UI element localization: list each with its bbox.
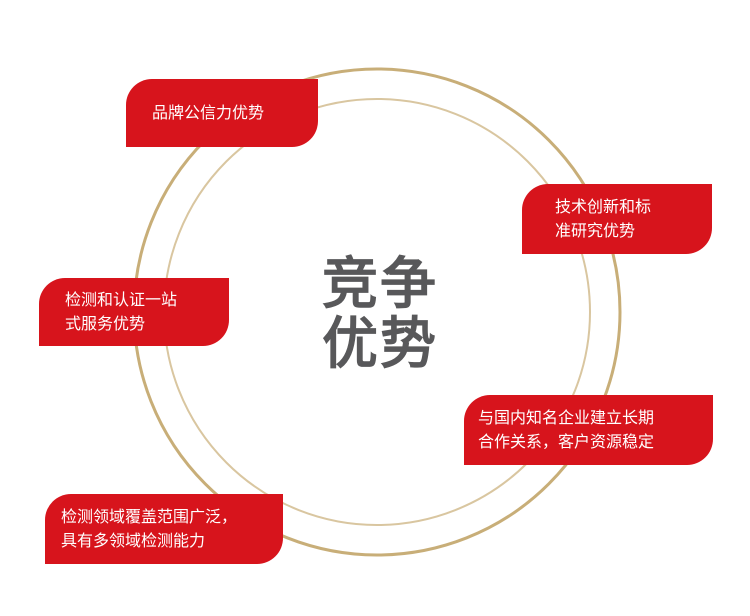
advantage-tech-innovation: 技术创新和标 准研究优势 xyxy=(522,184,712,254)
advantage-label-line-1: 检测和认证一站 xyxy=(65,290,178,309)
center-title: 竞争 优势 xyxy=(300,255,460,375)
advantage-label-line-1: 技术创新和标 xyxy=(555,197,652,216)
advantage-label: 品牌公信力优势 xyxy=(152,103,265,122)
advantage-label-line-2: 具有多领域检测能力 xyxy=(61,531,206,550)
advantage-brand-credibility: 品牌公信力优势 xyxy=(126,79,318,147)
advantage-label-line-2: 准研究优势 xyxy=(555,221,636,240)
center-title-line-1: 竞争 xyxy=(322,252,438,317)
advantage-label-line-2: 合作关系，客户资源稳定 xyxy=(478,432,655,451)
center-title-line-2: 优势 xyxy=(322,312,438,377)
advantage-label-line-1: 检测领域覆盖范围广泛， xyxy=(61,507,238,526)
advantage-one-stop-service: 检测和认证一站 式服务优势 xyxy=(39,278,229,346)
advantage-testing-coverage: 检测领域覆盖范围广泛， 具有多领域检测能力 xyxy=(45,494,283,564)
advantage-label-line-1: 与国内知名企业建立长期 xyxy=(478,408,655,427)
advantage-enterprise-cooperation: 与国内知名企业建立长期 合作关系，客户资源稳定 xyxy=(464,395,713,465)
advantage-label-line-2: 式服务优势 xyxy=(65,314,146,333)
